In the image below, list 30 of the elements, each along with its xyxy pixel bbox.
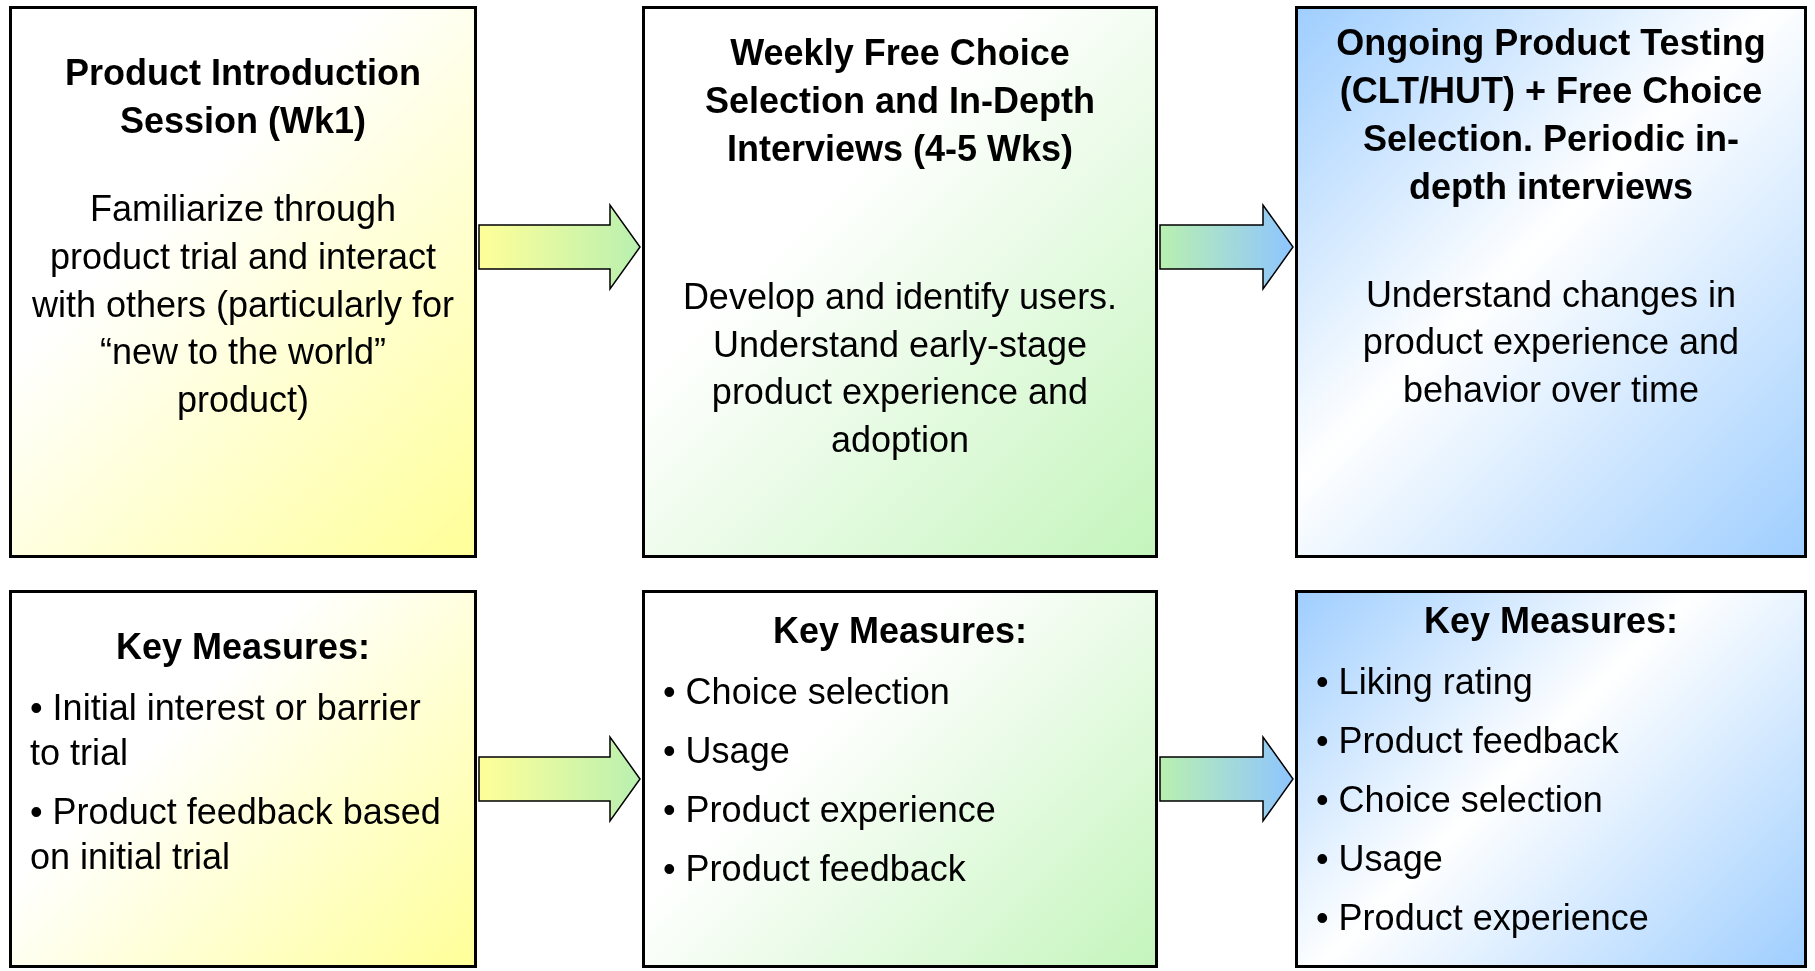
block-arrow <box>1159 734 1294 824</box>
bullet-item: • Product feedback based on initial trial <box>30 789 442 879</box>
bullet-item: • Product experience <box>1316 895 1650 940</box>
section-heading: Key Measures: <box>1422 599 1680 643</box>
block-arrow <box>478 202 641 292</box>
block-arrow <box>1159 202 1294 292</box>
measures-box <box>642 590 1158 968</box>
section-heading: Key Measures: <box>114 625 372 669</box>
section-heading: Key Measures: <box>771 609 1029 653</box>
stage-description: Familiarize through product trial and interact with others (particularly for “new to the world” product) <box>30 186 456 423</box>
stage-box <box>9 6 477 558</box>
stage-title: Ongoing Product Testing (CLT/HUT) + Free Choice Selection. Periodic in-depth interviews <box>1335 21 1767 209</box>
bullet-item: • Usage <box>663 728 791 773</box>
measures-box <box>9 590 477 968</box>
bullet-item: • Liking rating <box>1316 659 1534 704</box>
bullet-item: • Product feedback <box>663 846 967 891</box>
block-arrow <box>478 734 641 824</box>
stage-title: Weekly Free Choice Selection and In-Depth Interviews (4-5 Wks) <box>704 31 1096 171</box>
stage-box <box>642 6 1158 558</box>
bullet-item: • Choice selection <box>663 669 951 714</box>
bullet-item: • Initial interest or barrier to trial <box>30 685 422 775</box>
stage-title: Product Introduction Session (Wk1) <box>64 51 422 143</box>
bullet-item: • Choice selection <box>1316 777 1604 822</box>
stage-description: Develop and identify users. Understand early-stage product experience and adoption <box>681 274 1119 463</box>
stage-description: Understand changes in product experience and behavior over time <box>1361 272 1741 413</box>
measures-box <box>1295 590 1807 968</box>
bullet-item: • Product experience <box>663 787 997 832</box>
bullet-item: • Usage <box>1316 836 1444 881</box>
bullet-item: • Product feedback <box>1316 718 1620 763</box>
stage-box <box>1295 6 1807 558</box>
